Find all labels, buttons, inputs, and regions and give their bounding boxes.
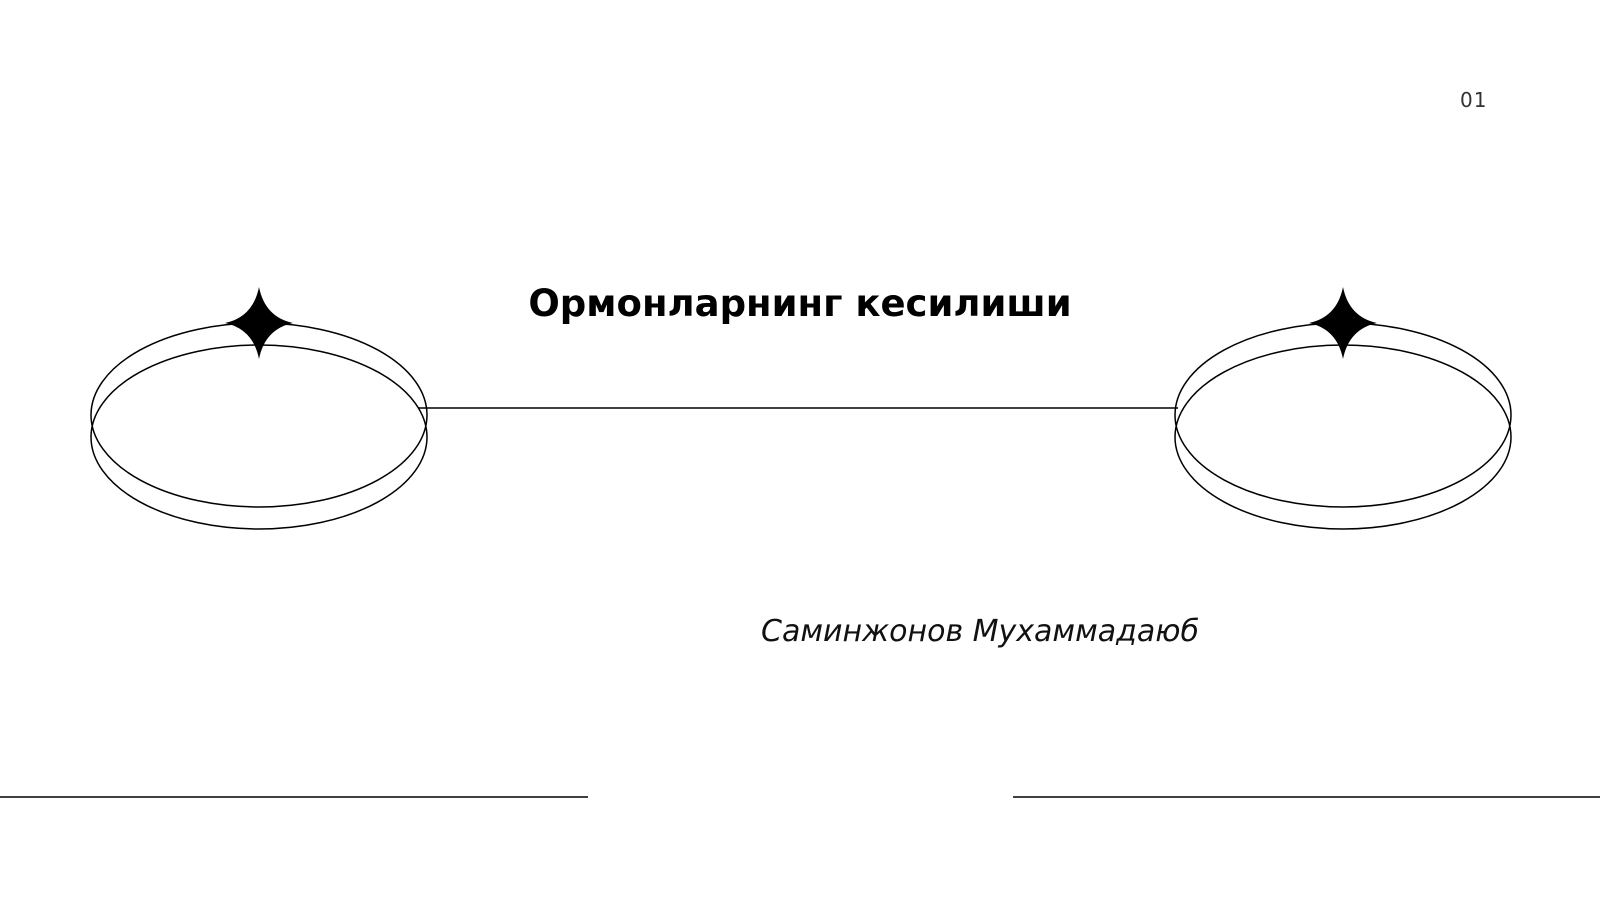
- left-orbit-icon: [90, 287, 428, 530]
- right-orbit-icon: [1174, 287, 1512, 530]
- page-number: 01: [1460, 88, 1488, 112]
- author-name: Саминжонов Мухаммадаюб: [761, 614, 1199, 649]
- right-star-icon: [1309, 287, 1377, 359]
- left-star-icon: [225, 287, 293, 359]
- slide-title: Ормонларнинг кесилиши: [528, 282, 1072, 325]
